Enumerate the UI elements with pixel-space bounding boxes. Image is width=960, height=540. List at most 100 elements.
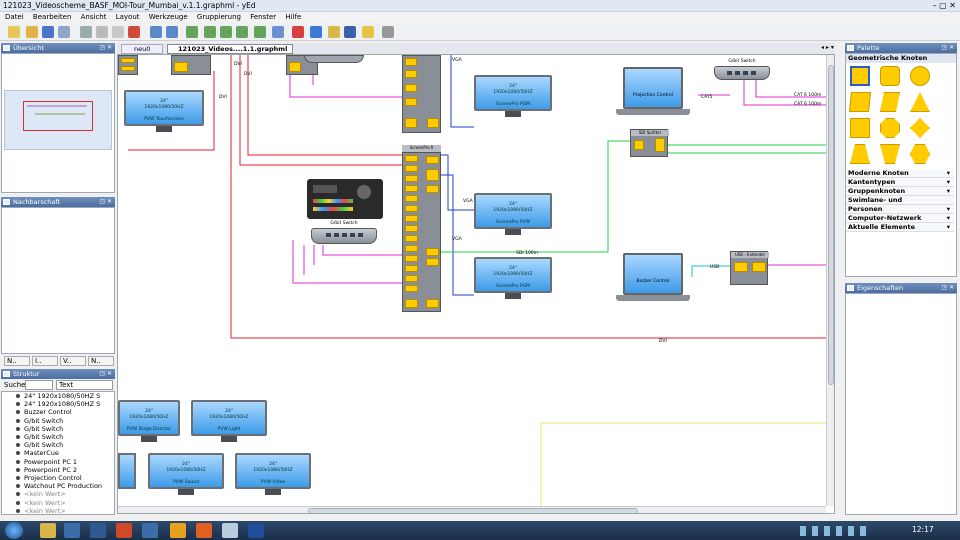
square-shape-icon[interactable] <box>850 118 870 138</box>
tab-n2[interactable]: N.. <box>88 356 114 366</box>
tree-item[interactable]: Powerpoint PC 2 <box>2 466 114 474</box>
start-button[interactable] <box>5 522 23 539</box>
fit-content-icon[interactable] <box>272 26 284 38</box>
palette-category[interactable]: Gruppenknoten <box>846 187 954 196</box>
menu-fenster[interactable]: Fenster <box>250 13 277 21</box>
cut-icon[interactable] <box>80 26 92 38</box>
tree-item[interactable]: 24" 1920x1080/50HZ S <box>2 400 114 408</box>
taskbar-app-icon[interactable] <box>64 523 80 538</box>
grid-icon[interactable] <box>344 26 356 38</box>
taskbar-app-icon[interactable] <box>90 523 106 538</box>
overview-panel[interactable] <box>1 53 115 193</box>
sdi-splitter-node[interactable]: SDI Splitter <box>630 129 669 157</box>
zoom-out-icon[interactable] <box>204 26 216 38</box>
structure-header[interactable]: Struktur ◳ ✕ <box>1 369 115 379</box>
filter-select[interactable]: Text <box>56 380 113 390</box>
screenpro-ii-node[interactable] <box>402 152 441 312</box>
horizontal-scrollbar[interactable] <box>118 506 826 513</box>
zoom-fit-icon[interactable] <box>220 26 232 38</box>
overview-header[interactable]: Übersicht ◳ ✕ <box>1 43 115 53</box>
structure-tree[interactable]: 24" 1920x1080/50HZ S 24" 1920x1080/50HZ … <box>1 391 115 515</box>
taskbar-app-icon[interactable] <box>142 523 158 538</box>
tree-item[interactable]: G/bit Switch <box>2 441 114 449</box>
tree-item[interactable]: G/bit Switch <box>2 433 114 441</box>
vertical-scrollbar[interactable] <box>826 55 834 506</box>
taskbar-app-icon[interactable] <box>170 523 186 538</box>
panel-controls-icon[interactable]: ◳ ✕ <box>99 44 112 51</box>
delete-icon[interactable] <box>128 26 140 38</box>
menu-hilfe[interactable]: Hilfe <box>285 13 302 21</box>
tree-item[interactable]: Buzzer Control <box>2 408 114 416</box>
layout-icon[interactable] <box>362 26 374 38</box>
zoom-original-icon[interactable] <box>254 26 266 38</box>
tree-item[interactable]: <kein Wert> <box>2 507 114 514</box>
tree-item[interactable]: <kein Wert> <box>2 499 114 507</box>
plugin-icon[interactable] <box>382 26 394 38</box>
zoom-in-icon[interactable] <box>186 26 198 38</box>
palette-header[interactable]: Palette ◳ ✕ <box>845 43 957 53</box>
diamond-shape-icon[interactable] <box>910 118 930 138</box>
tree-item[interactable]: Powerpoint PC 1 <box>2 458 114 466</box>
palette-category[interactable]: Swimlane- und Tabellenknot... <box>846 196 954 214</box>
tree-item[interactable]: G/bit Switch <box>2 425 114 433</box>
snap-icon[interactable] <box>328 26 340 38</box>
new-icon[interactable] <box>8 26 20 38</box>
menu-gruppierung[interactable]: Gruppierung <box>196 13 241 21</box>
hexagon-shape-icon[interactable] <box>910 144 930 164</box>
tab-n1[interactable]: N.. <box>4 356 30 366</box>
palette-category[interactable]: Moderne Knoten <box>846 169 954 178</box>
tree-item[interactable]: Watchout PC Production <box>2 482 114 490</box>
paste-icon[interactable] <box>112 26 124 38</box>
search-input[interactable] <box>25 380 53 390</box>
tab-i[interactable]: I.. <box>32 356 58 366</box>
laptop-projection-control[interactable]: Projection Control <box>623 67 683 109</box>
menu-werkzeuge[interactable]: Werkzeuge <box>148 13 188 21</box>
tab-v[interactable]: V.. <box>60 356 86 366</box>
redo-icon[interactable] <box>166 26 178 38</box>
firefox-taskbar-icon[interactable] <box>196 523 212 538</box>
undo-icon[interactable] <box>150 26 162 38</box>
window-controls[interactable]: – ▢ ✕ <box>932 1 956 10</box>
palette-category[interactable]: Aktuelle Elemente <box>846 223 954 232</box>
open-icon[interactable] <box>26 26 38 38</box>
photoshop-taskbar-icon[interactable] <box>248 523 264 538</box>
system-tray-icons[interactable] <box>800 526 870 536</box>
palette-category[interactable]: Personen <box>846 205 954 214</box>
tree-item[interactable]: <kein Wert> <box>2 490 114 498</box>
switch-node-top[interactable] <box>304 55 364 63</box>
tab-nav-icon[interactable]: ◂ ▸ ▾ <box>821 44 834 51</box>
palette-section-geometric[interactable]: Geometrische Knoten <box>846 54 956 63</box>
menu-layout[interactable]: Layout <box>115 13 140 21</box>
edit-mode-icon[interactable] <box>292 26 304 38</box>
save-icon[interactable] <box>42 26 54 38</box>
octagon-shape-icon[interactable] <box>880 118 900 138</box>
palette-category[interactable]: Kantentypen <box>846 178 954 187</box>
rectangle-shape-icon[interactable] <box>850 66 870 86</box>
navigate-icon[interactable] <box>310 26 322 38</box>
device-node[interactable] <box>171 55 211 75</box>
switch-node[interactable] <box>311 228 377 244</box>
ellipse-shape-icon[interactable] <box>910 66 930 86</box>
copy-icon[interactable] <box>96 26 108 38</box>
tab-neu0[interactable]: neu0 <box>121 44 163 54</box>
device-node[interactable] <box>118 55 138 75</box>
overview-visible-area[interactable] <box>23 101 93 131</box>
usb-extender-node[interactable]: USB - Extender <box>730 251 769 285</box>
menu-bearbeiten[interactable]: Bearbeiten <box>32 13 72 21</box>
tree-item[interactable]: 24" 1920x1080/50HZ S <box>2 392 114 400</box>
control-panel-device[interactable] <box>307 179 383 219</box>
laptop-buzzer-control[interactable]: Buzzer Control <box>623 253 683 295</box>
parallelogram-shape-icon[interactable] <box>848 92 872 112</box>
tree-item[interactable]: Projection Control <box>2 474 114 482</box>
tab-graphml[interactable]: 121023_Videos....1.1.graphml * <box>167 44 293 61</box>
neighborhood-header[interactable]: Nachbarschaft ◳ ✕ <box>1 197 115 207</box>
yed-taskbar-icon[interactable] <box>222 523 238 538</box>
